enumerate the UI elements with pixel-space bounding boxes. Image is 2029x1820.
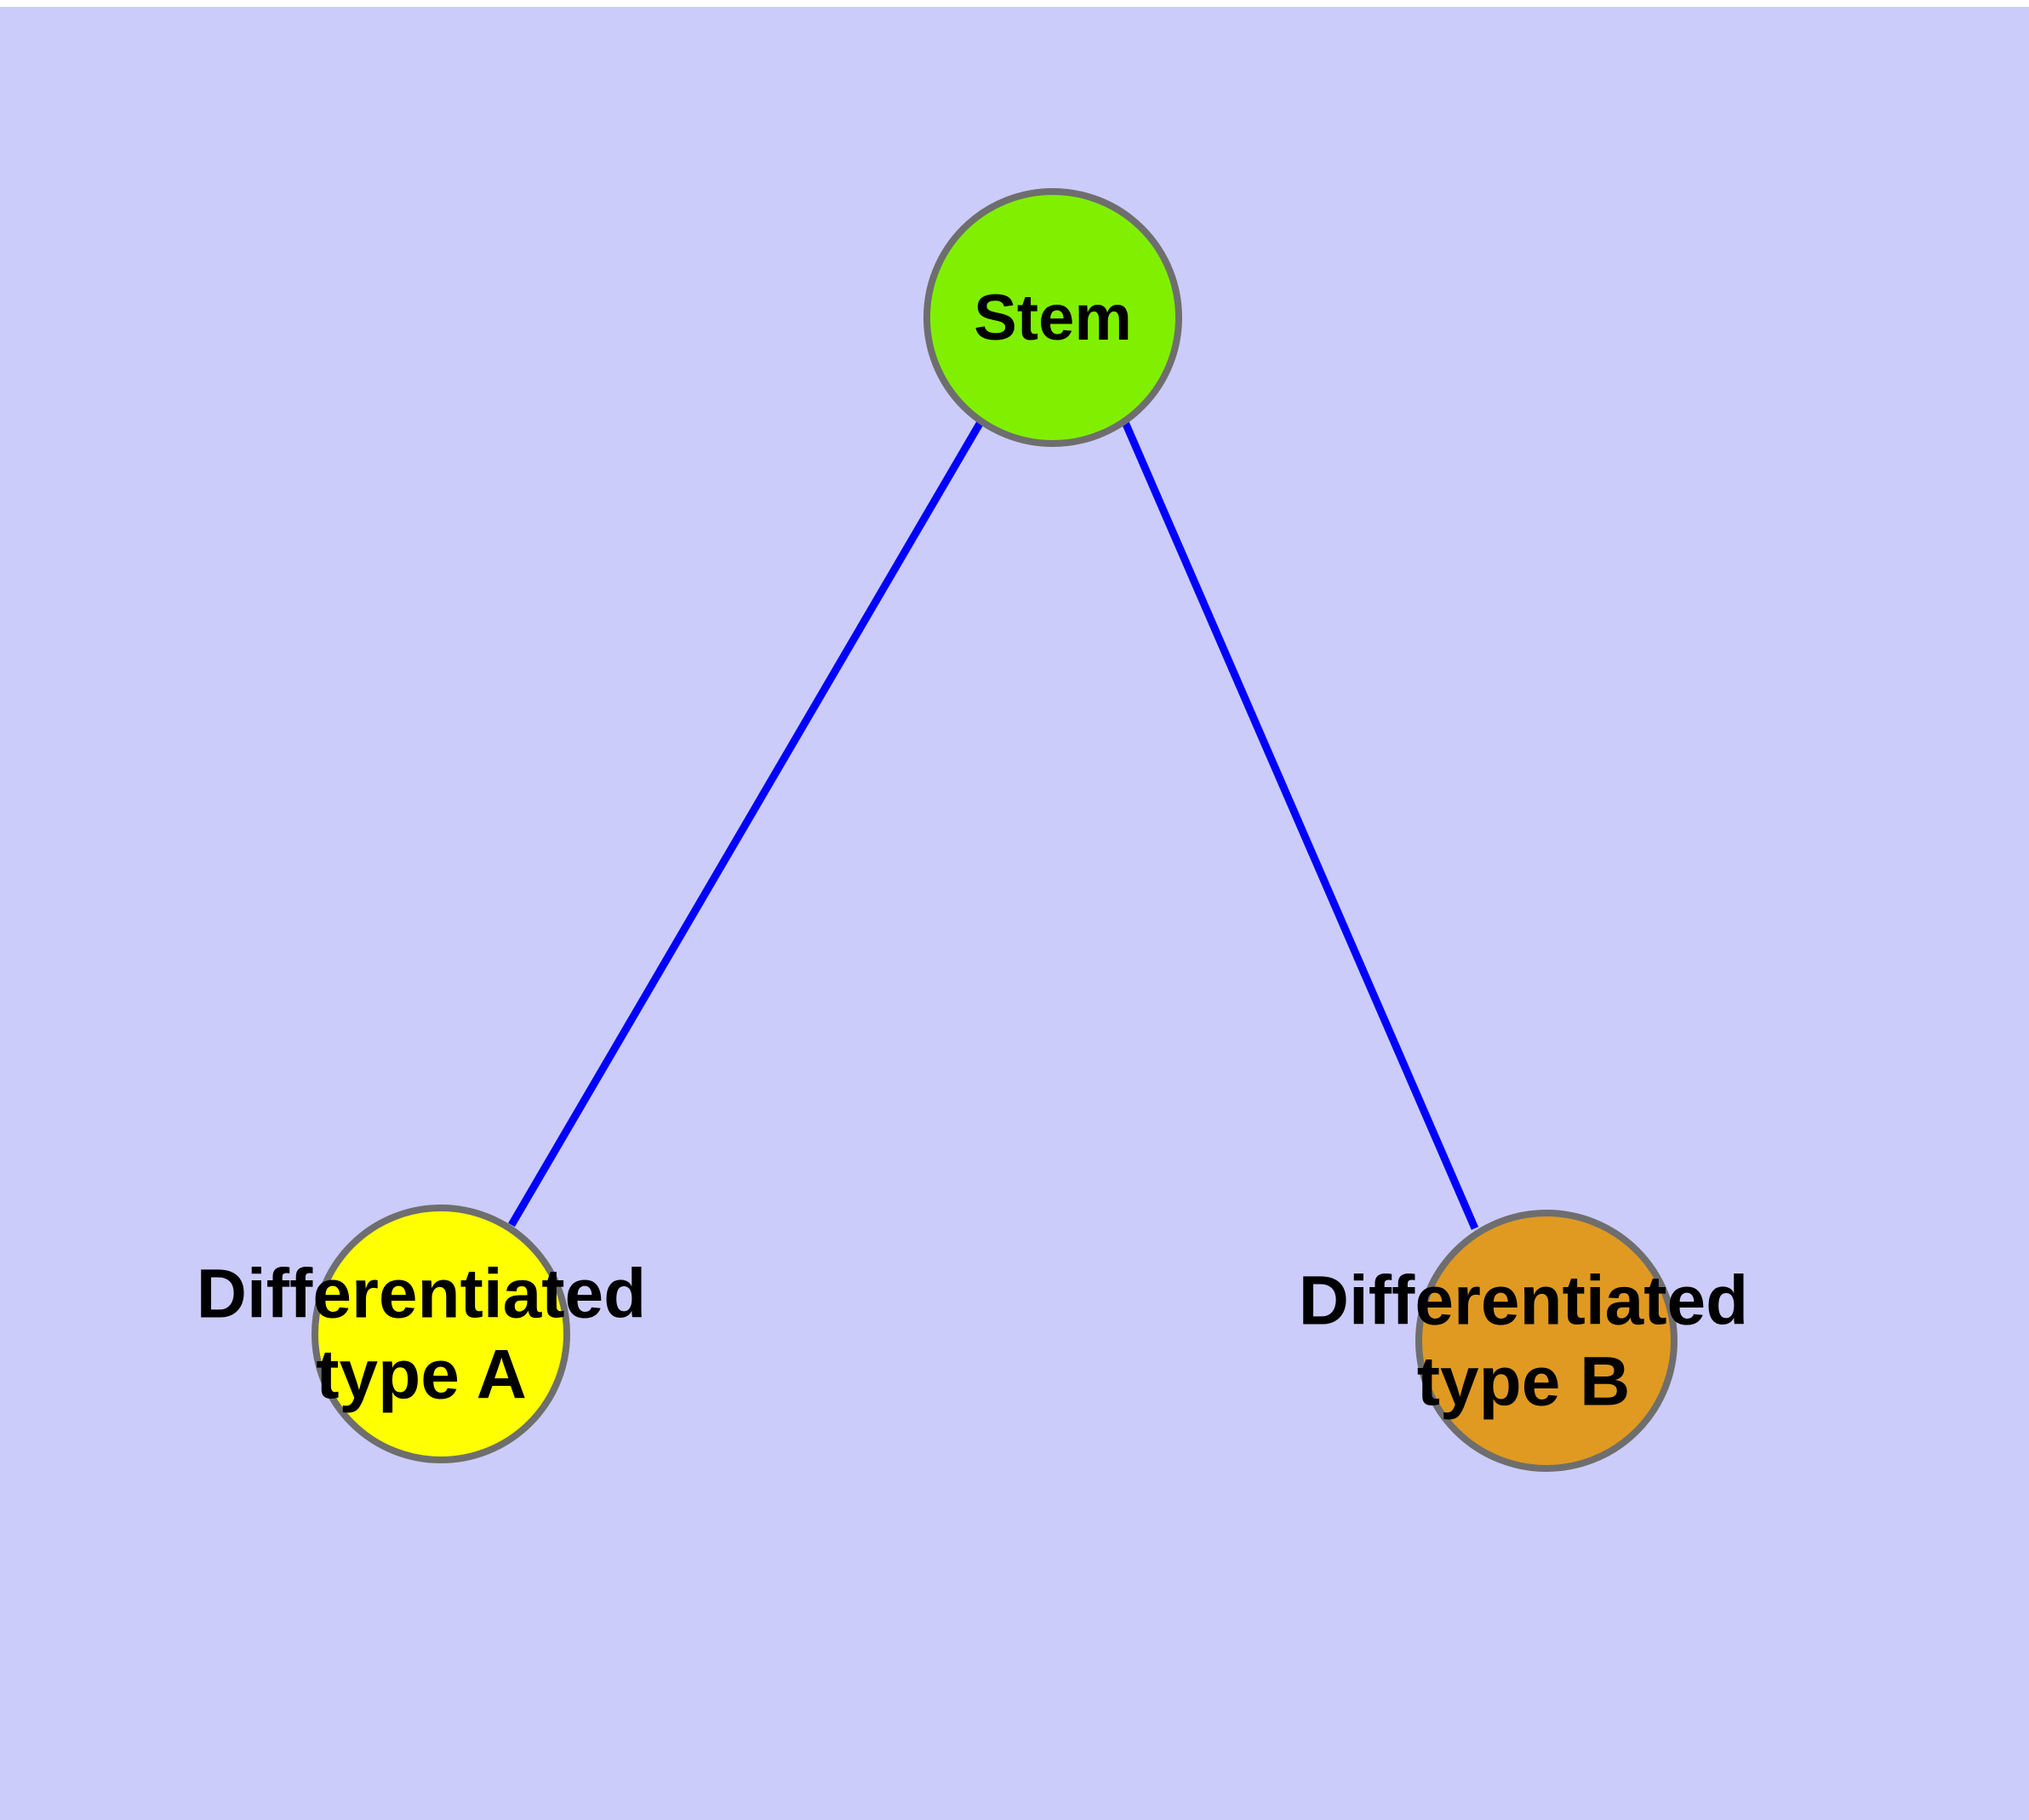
node-label-line: Differentiated (197, 1255, 647, 1332)
node-label-line: Differentiated (1299, 1262, 1749, 1339)
edge-layer (508, 420, 1479, 1230)
node-label-stem: Stem (974, 282, 1132, 354)
node-label-line: type A (316, 1336, 527, 1413)
node-circle-stem[interactable] (923, 188, 1182, 447)
node-label-line: Stem (974, 282, 1132, 354)
graph-edge-stem-diff_b[interactable] (1121, 421, 1479, 1230)
node-circle-diff_a[interactable] (311, 1205, 570, 1463)
node-circle-diff_b[interactable] (1415, 1210, 1677, 1472)
graph-edge-stem-diff_a[interactable] (508, 420, 984, 1228)
node-label-line: type B (1417, 1342, 1631, 1420)
graph-node-stem[interactable]: Stem (923, 188, 1182, 447)
